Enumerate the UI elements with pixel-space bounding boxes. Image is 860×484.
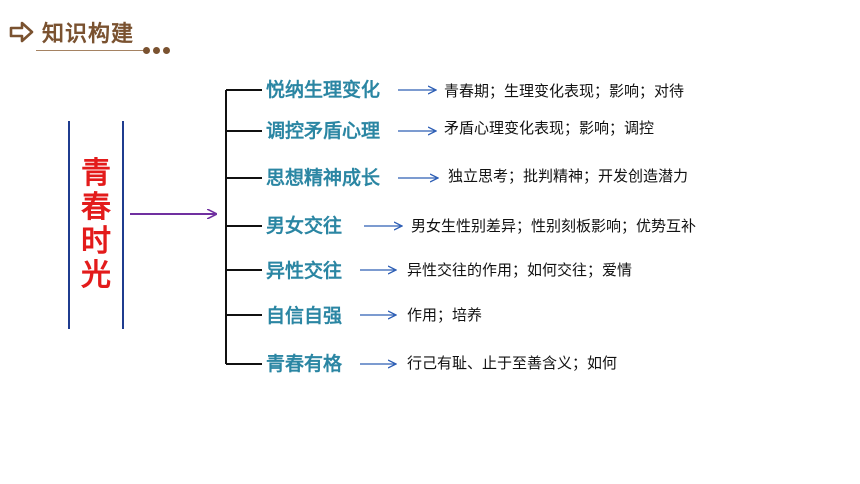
- main-topic-box: 青 春 时 光: [68, 121, 124, 329]
- dot: [143, 47, 150, 54]
- section-header: 知识构建: [8, 14, 134, 50]
- branch-topic: 思想精神成长: [266, 167, 381, 189]
- header-dots: [143, 47, 170, 54]
- branch-detail: 青春期；生理变化表现；影响；对待: [444, 82, 685, 100]
- branch-topic: 调控矛盾心理: [266, 120, 381, 142]
- branch-topic: 悦纳生理变化: [266, 79, 381, 101]
- dot: [153, 47, 160, 54]
- bracket-right-line: [122, 121, 124, 329]
- main-topic-title: 青 春 时 光: [68, 157, 124, 293]
- section-title: 知识构建: [42, 22, 135, 47]
- arrow-right-outline-icon: [9, 21, 34, 43]
- main-title-char: 青: [81, 156, 111, 191]
- branch-detail: 矛盾心理变化表现；影响；调控: [444, 119, 655, 137]
- branch-topic: 青春有格: [266, 353, 343, 375]
- branch-detail: 行己有耻、止于至善含义；如何: [407, 354, 618, 372]
- bracket-left-line: [68, 121, 70, 329]
- main-title-char: 春: [81, 190, 111, 225]
- branch-topic: 异性交往: [266, 260, 343, 282]
- branch-detail: 异性交往的作用；如何交往；爱情: [407, 261, 633, 279]
- main-title-char: 光: [81, 258, 111, 293]
- branch-detail: 独立思考；批判精神；开发创造潜力: [448, 167, 689, 185]
- dot: [163, 47, 170, 54]
- branch-detail: 男女生性别差异；性别刻板影响；优势互补: [411, 217, 697, 235]
- branch-topic: 自信自强: [266, 305, 343, 327]
- main-title-char: 时: [81, 224, 111, 259]
- branch-detail: 作用；培养: [407, 306, 483, 324]
- branch-topic: 男女交往: [266, 215, 343, 237]
- header-underline: [36, 50, 144, 51]
